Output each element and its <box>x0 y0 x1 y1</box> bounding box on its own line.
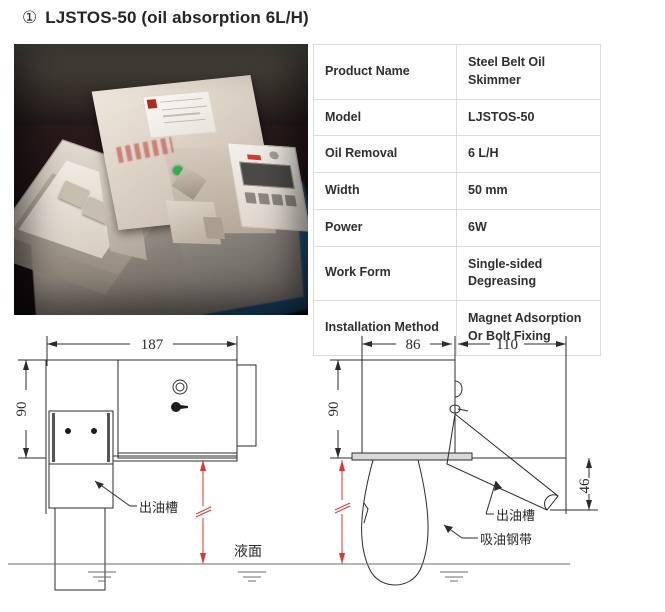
machine-body-outline <box>46 359 238 454</box>
table-row: Power 6W <box>313 208 601 247</box>
dim-label-90-left: 90 <box>14 402 30 417</box>
dim-arrow-icon <box>335 360 341 370</box>
left-elevation-view <box>8 336 320 591</box>
dim-arrow-icon <box>47 341 57 347</box>
right-elevation-view <box>320 336 598 586</box>
label-oil-outlet-trough-right: 出油槽 <box>496 509 535 524</box>
lower-trough-body <box>48 463 114 509</box>
table-row: Model LJSTOS-50 <box>313 98 601 137</box>
spec-key: Width <box>313 172 457 210</box>
mount-hole-icon <box>91 428 97 434</box>
dim-label-187: 187 <box>141 337 164 353</box>
technical-drawing: 187 86 110 90 90 46 出油槽 液面 出油槽 吸油钢带 <box>0 318 665 612</box>
label-oil-outlet-trough-left: 出油槽 <box>139 501 178 516</box>
dim-arrow-icon <box>200 460 206 471</box>
knob-icon <box>171 402 181 412</box>
dial-inner-icon <box>175 382 185 392</box>
table-row: Installation Method Magnet Adsorption Or… <box>313 300 601 356</box>
spec-key: Oil Removal <box>313 135 457 173</box>
dim-break-mark <box>195 509 212 518</box>
dim-arrow-icon <box>23 360 29 370</box>
leader-arrow-icon <box>95 481 104 489</box>
discharge-trough <box>446 413 559 511</box>
trough-flange <box>113 455 238 462</box>
drawing-svg: 187 86 110 90 90 46 出油槽 液面 出油槽 吸油钢带 <box>8 336 598 591</box>
spec-key: Installation Method <box>313 300 457 356</box>
dial-outer-icon <box>172 379 188 395</box>
leader-arrow-icon <box>444 525 453 533</box>
spec-value: Steel Belt Oil Skimmer <box>456 44 601 100</box>
trough-wall-right <box>107 413 110 462</box>
spec-key: Product Name <box>313 44 457 100</box>
dim-label-90-right: 90 <box>326 402 342 417</box>
photo-green-indicator-icon <box>172 165 184 176</box>
spec-key: Model <box>313 98 457 137</box>
discharge-trough-end <box>544 494 559 511</box>
dim-arrow-icon <box>200 553 206 564</box>
dim-break-mark <box>334 505 351 514</box>
dim-label-46: 46 <box>577 478 593 494</box>
spec-value: 6W <box>456 208 601 247</box>
leader-arrow-icon <box>494 481 502 491</box>
product-photo <box>14 44 308 315</box>
dim-break-mark <box>334 502 351 511</box>
spec-value: LJSTOS-50 <box>456 98 601 137</box>
trough-wall-left <box>52 413 55 462</box>
water-level-symbol-icon <box>238 571 266 582</box>
dim-arrow-icon <box>362 341 372 347</box>
belt-direction-icon <box>363 502 369 524</box>
dim-arrow-icon <box>586 458 592 468</box>
item-number-icon: ① <box>22 7 38 28</box>
fitting-stem-icon <box>457 408 469 412</box>
knob-lever-icon <box>180 405 188 409</box>
page-title: ① LJSTOS-50 (oil absorption 6L/H) <box>0 0 665 36</box>
table-row: Product Name Steel Belt Oil Skimmer <box>313 44 601 100</box>
spec-key: Work Form <box>313 245 457 301</box>
dim-arrow-icon <box>23 448 29 458</box>
oil-absorbing-steel-belt <box>361 459 429 586</box>
fitting-loop-icon <box>454 380 463 398</box>
dim-arrow-icon <box>586 500 592 510</box>
dim-label-110: 110 <box>496 337 518 353</box>
dim-arrow-icon <box>339 460 345 471</box>
dim-break-mark <box>195 506 212 515</box>
trough-block <box>48 410 114 465</box>
machine-body-outline <box>361 359 456 454</box>
dim-arrow-icon <box>458 341 468 347</box>
mount-hole-icon <box>65 428 71 434</box>
water-level-symbol-icon <box>440 571 468 582</box>
table-row: Oil Removal 6 L/H <box>313 135 601 173</box>
machine-right-box <box>237 364 257 447</box>
product-title-text: LJSTOS-50 (oil absorption 6L/H) <box>45 8 309 27</box>
label-oil-absorbing-steel-belt: 吸油钢带 <box>480 533 532 548</box>
spec-value: Single-sided Degreasing <box>456 245 601 301</box>
dim-arrow-icon <box>227 341 237 347</box>
water-level-symbol-icon <box>88 571 116 582</box>
label-liquid-surface: 液面 <box>234 544 262 560</box>
table-row: Work Form Single-sided Degreasing <box>313 245 601 301</box>
dim-arrow-icon <box>339 553 345 564</box>
spec-value: 50 mm <box>456 172 601 210</box>
specification-table: Product Name Steel Belt Oil Skimmer Mode… <box>313 44 601 356</box>
photo-vignette <box>14 44 308 315</box>
leader-line <box>485 480 497 515</box>
dim-arrow-icon <box>556 341 566 347</box>
spec-key: Power <box>313 208 457 247</box>
dim-arrow-icon <box>442 341 452 347</box>
dim-arrow-icon <box>335 448 341 458</box>
spec-value: 6 L/H <box>456 135 601 173</box>
table-row: Width 50 mm <box>313 172 601 210</box>
belt-housing <box>54 507 106 591</box>
machine-base-plate <box>351 452 473 461</box>
dim-label-86: 86 <box>406 337 422 353</box>
spec-value: Magnet Adsorption Or Bolt Fixing <box>456 300 601 356</box>
